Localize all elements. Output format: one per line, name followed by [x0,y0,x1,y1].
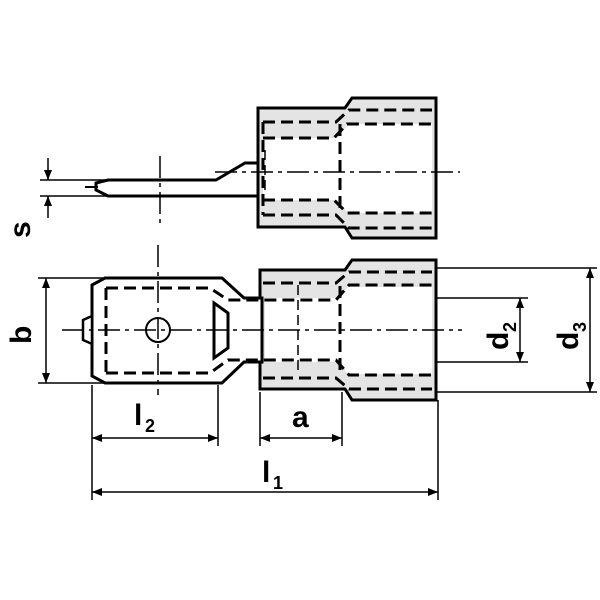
svg-text:3: 3 [570,322,590,332]
svg-text:l: l [262,456,270,489]
label-l2: l 2 [134,399,155,436]
top-hidden-lines [261,108,432,230]
bottom-bore [265,287,432,374]
svg-text:1: 1 [273,473,283,493]
label-s: s [4,221,37,238]
dimension-l2 [91,385,219,500]
label-d2: d 2 [482,322,520,350]
dimension-a [259,392,343,446]
top-bore [263,124,432,213]
top-blade [94,161,260,198]
svg-text:2: 2 [145,416,155,436]
dimension-d3 [436,267,597,393]
bottom-view [38,245,597,500]
svg-text:d: d [482,332,515,350]
dimension-s [40,158,108,218]
label-b: b [5,326,38,344]
dimension-l1 [92,400,439,500]
svg-text:d: d [552,332,585,350]
dimension-d2 [436,297,528,363]
dimension-b [38,277,108,384]
label-l1: l 1 [262,456,283,493]
svg-text:2: 2 [500,322,520,332]
top-view [40,96,460,240]
svg-text:l: l [134,399,142,432]
label-a: a [292,401,309,434]
label-d3: d 3 [552,322,590,350]
